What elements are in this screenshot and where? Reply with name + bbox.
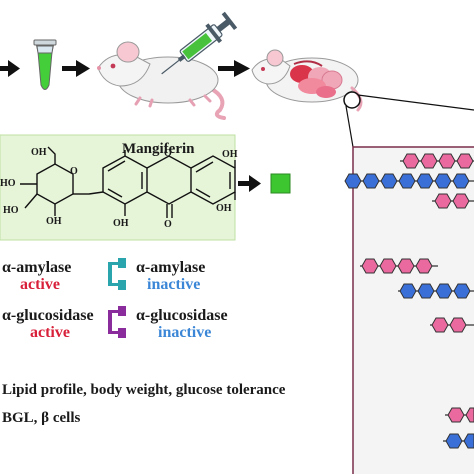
amylase-active-name: α-amylase — [2, 259, 72, 276]
glucosidase-inactive-name: α-glucosidase — [136, 307, 228, 324]
arrow-tube-to-mouse — [62, 60, 90, 77]
glucosidase-inactive-icon — [108, 306, 126, 338]
mangiferin-square — [270, 173, 291, 194]
arrow-left — [0, 60, 20, 77]
atom-ho-left1: HO — [0, 178, 16, 189]
mangiferin-panel — [0, 134, 236, 241]
test-tube-icon — [33, 39, 57, 90]
atom-ho-left2: HO — [3, 205, 19, 216]
atom-oh-right2: OH — [216, 203, 232, 214]
syringe-icon — [161, 11, 238, 75]
amylase-active-state: active — [20, 276, 60, 293]
atom-oh-top-left: OH — [31, 147, 47, 158]
atom-o-xanthone: O — [164, 148, 172, 159]
outcome-line2: BGL, β cells — [2, 410, 81, 426]
atom-o-ketone: O — [164, 219, 172, 230]
amylase-inactive-icon — [108, 258, 126, 290]
atom-oh-right1: OH — [222, 149, 238, 160]
glucosidase-inactive-state: inactive — [158, 324, 212, 341]
outcome-line1: Lipid profile, body weight, glucose tole… — [2, 382, 286, 398]
mouse-icon — [97, 41, 226, 120]
mangiferin-structure — [20, 146, 236, 218]
zoom-lines — [343, 91, 474, 148]
arrow-mouse-to-dissected — [218, 60, 250, 77]
arrow-mangiferin — [238, 175, 261, 192]
dissected-mouse-icon — [251, 49, 363, 112]
hexagon-shapes — [344, 153, 474, 449]
glucosidase-active-state: active — [30, 324, 70, 341]
amylase-inactive-name: α-amylase — [136, 259, 206, 276]
amylase-inactive-state: inactive — [147, 276, 201, 293]
atom-o-ring: O — [70, 166, 78, 177]
atom-oh-glucose-bottom: OH — [46, 216, 62, 227]
atom-oh-bottom-ring: OH — [113, 218, 129, 229]
glucosidase-active-name: α-glucosidase — [2, 307, 94, 324]
mangiferin-title: Mangiferin — [122, 141, 195, 157]
